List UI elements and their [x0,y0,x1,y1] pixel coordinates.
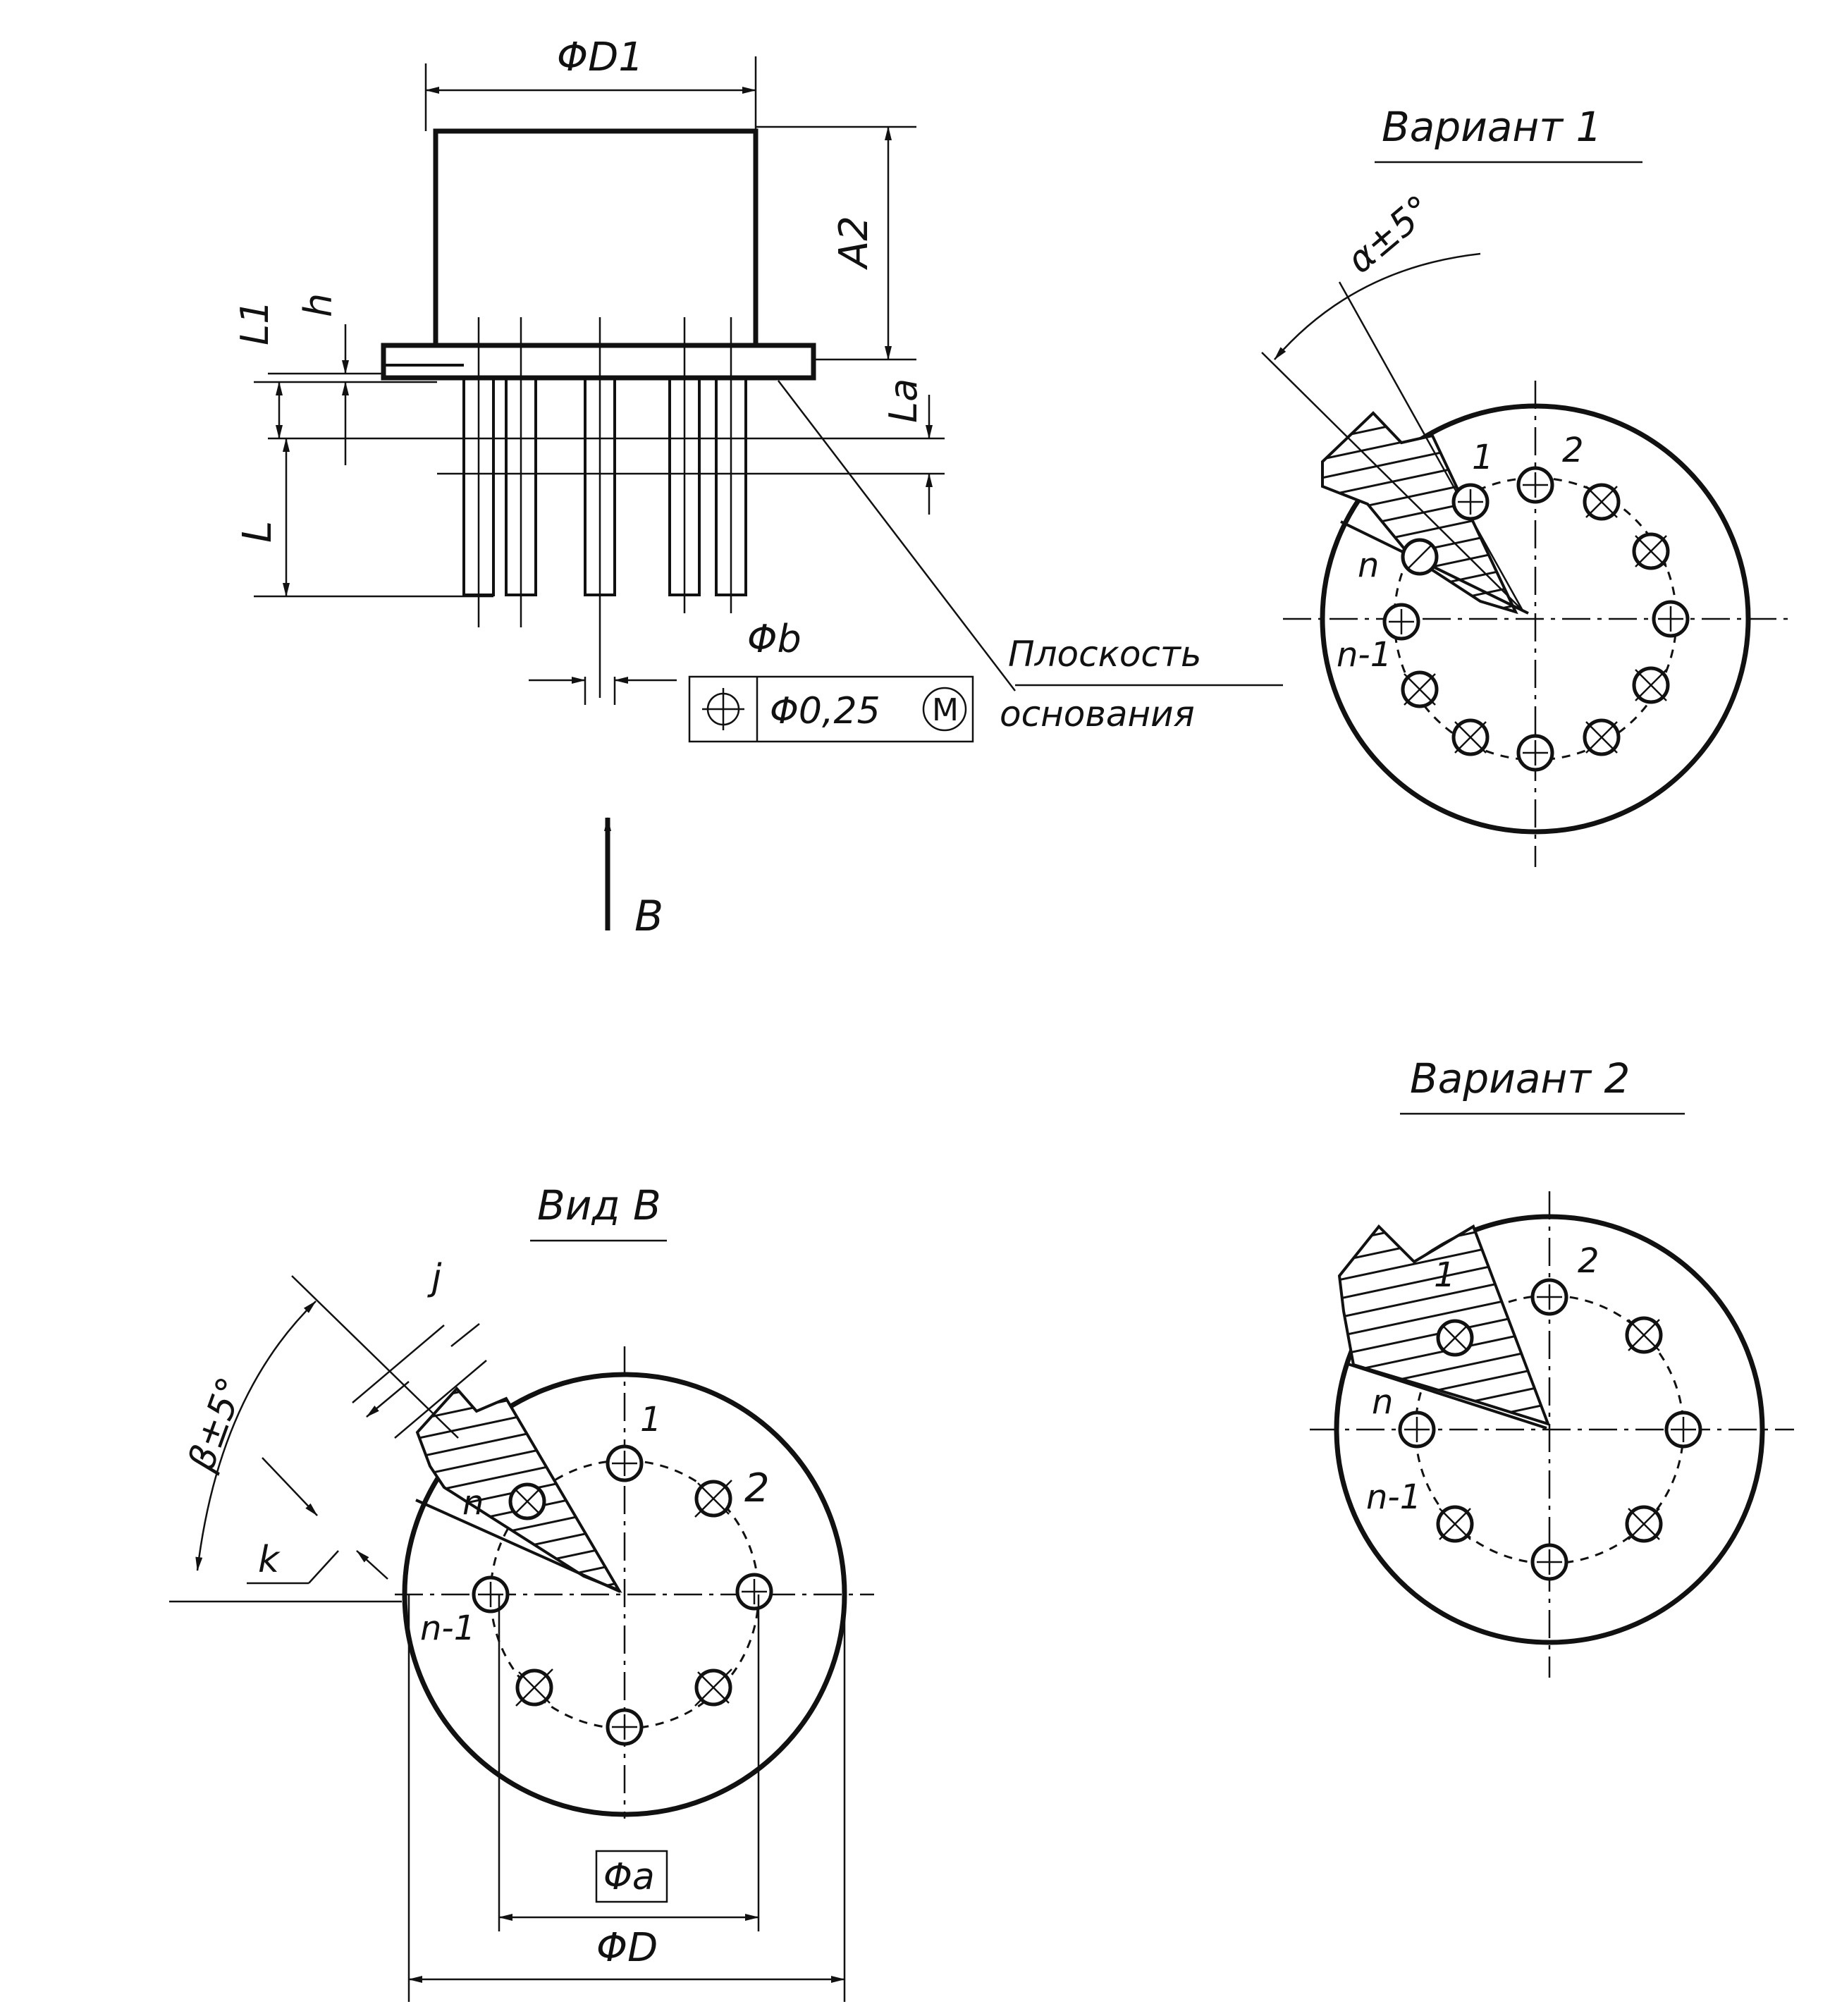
view-b-pin-label-1: 1 [640,1400,662,1439]
position-tolerance-frame: Φ0,25 M [688,675,974,743]
variant-2-pin-label-n-1: n-1 [1366,1477,1421,1517]
variant-1-pins [1382,466,1690,772]
transistor-body [433,128,759,348]
variant-2-pin-label-2: 2 [1578,1241,1599,1281]
dim-lead-diameter: Φb [747,617,802,661]
view-b-pin-label-n-1: n-1 [420,1609,475,1648]
dim-a: Φa [603,1856,655,1898]
variant-1-key [1321,411,1518,615]
variant-1-angle-label: α±5° [1339,188,1440,282]
variant-2: Вариант 2 [1310,1055,1794,1678]
variant-1-title: Вариант 1 [1382,103,1602,151]
dim-D: ΦD [596,1925,658,1971]
base-plane-label-2: основания [1000,694,1195,735]
variant-2-title: Вариант 2 [1410,1055,1630,1102]
flange [381,343,816,381]
variant-1-pin-label-1: 1 [1472,438,1494,477]
leads [462,317,747,698]
variant-2-pin-label-1: 1 [1434,1255,1456,1295]
dim-L: L [235,521,281,543]
dim-flange-diameter: ΦD1 [557,35,644,80]
view-b-pin-label-2: 2 [744,1465,770,1511]
view-b-angle-label: β±5° [180,1372,252,1477]
variant-1-pin-label-n-1: n-1 [1337,635,1392,675]
variant-1-pin-label-2: 2 [1562,431,1584,470]
variant-2-pins [1398,1278,1702,1581]
dim-a-frame [595,1850,668,1903]
dim-k: k [258,1539,281,1581]
view-b: Вид B β±5° j k [169,1181,874,2002]
tolerance-modifier: M [932,692,959,728]
side-view: ΦD1 A2 L1 h L La Φb Φ0,25 M [233,35,1283,941]
base-plane-label-1: Плоскость [1008,634,1202,675]
tolerance-value: Φ0,25 [770,690,880,732]
dim-body-height: A2 [831,216,877,270]
variant-1-pin-label-n: n [1358,546,1379,585]
dim-j: j [427,1257,442,1299]
view-b-title: Вид B [537,1181,661,1229]
view-b-pin-label-n: n [462,1483,484,1523]
dim-h: h [296,293,340,317]
variant-2-pin-label-n: n [1372,1382,1393,1422]
dim-L1: L1 [233,300,277,345]
view-b-pins [472,1444,773,1746]
variant-1: Вариант 1 α±5° [1261,103,1791,867]
dim-La: La [881,379,926,423]
view-arrow-label: B [634,892,663,941]
